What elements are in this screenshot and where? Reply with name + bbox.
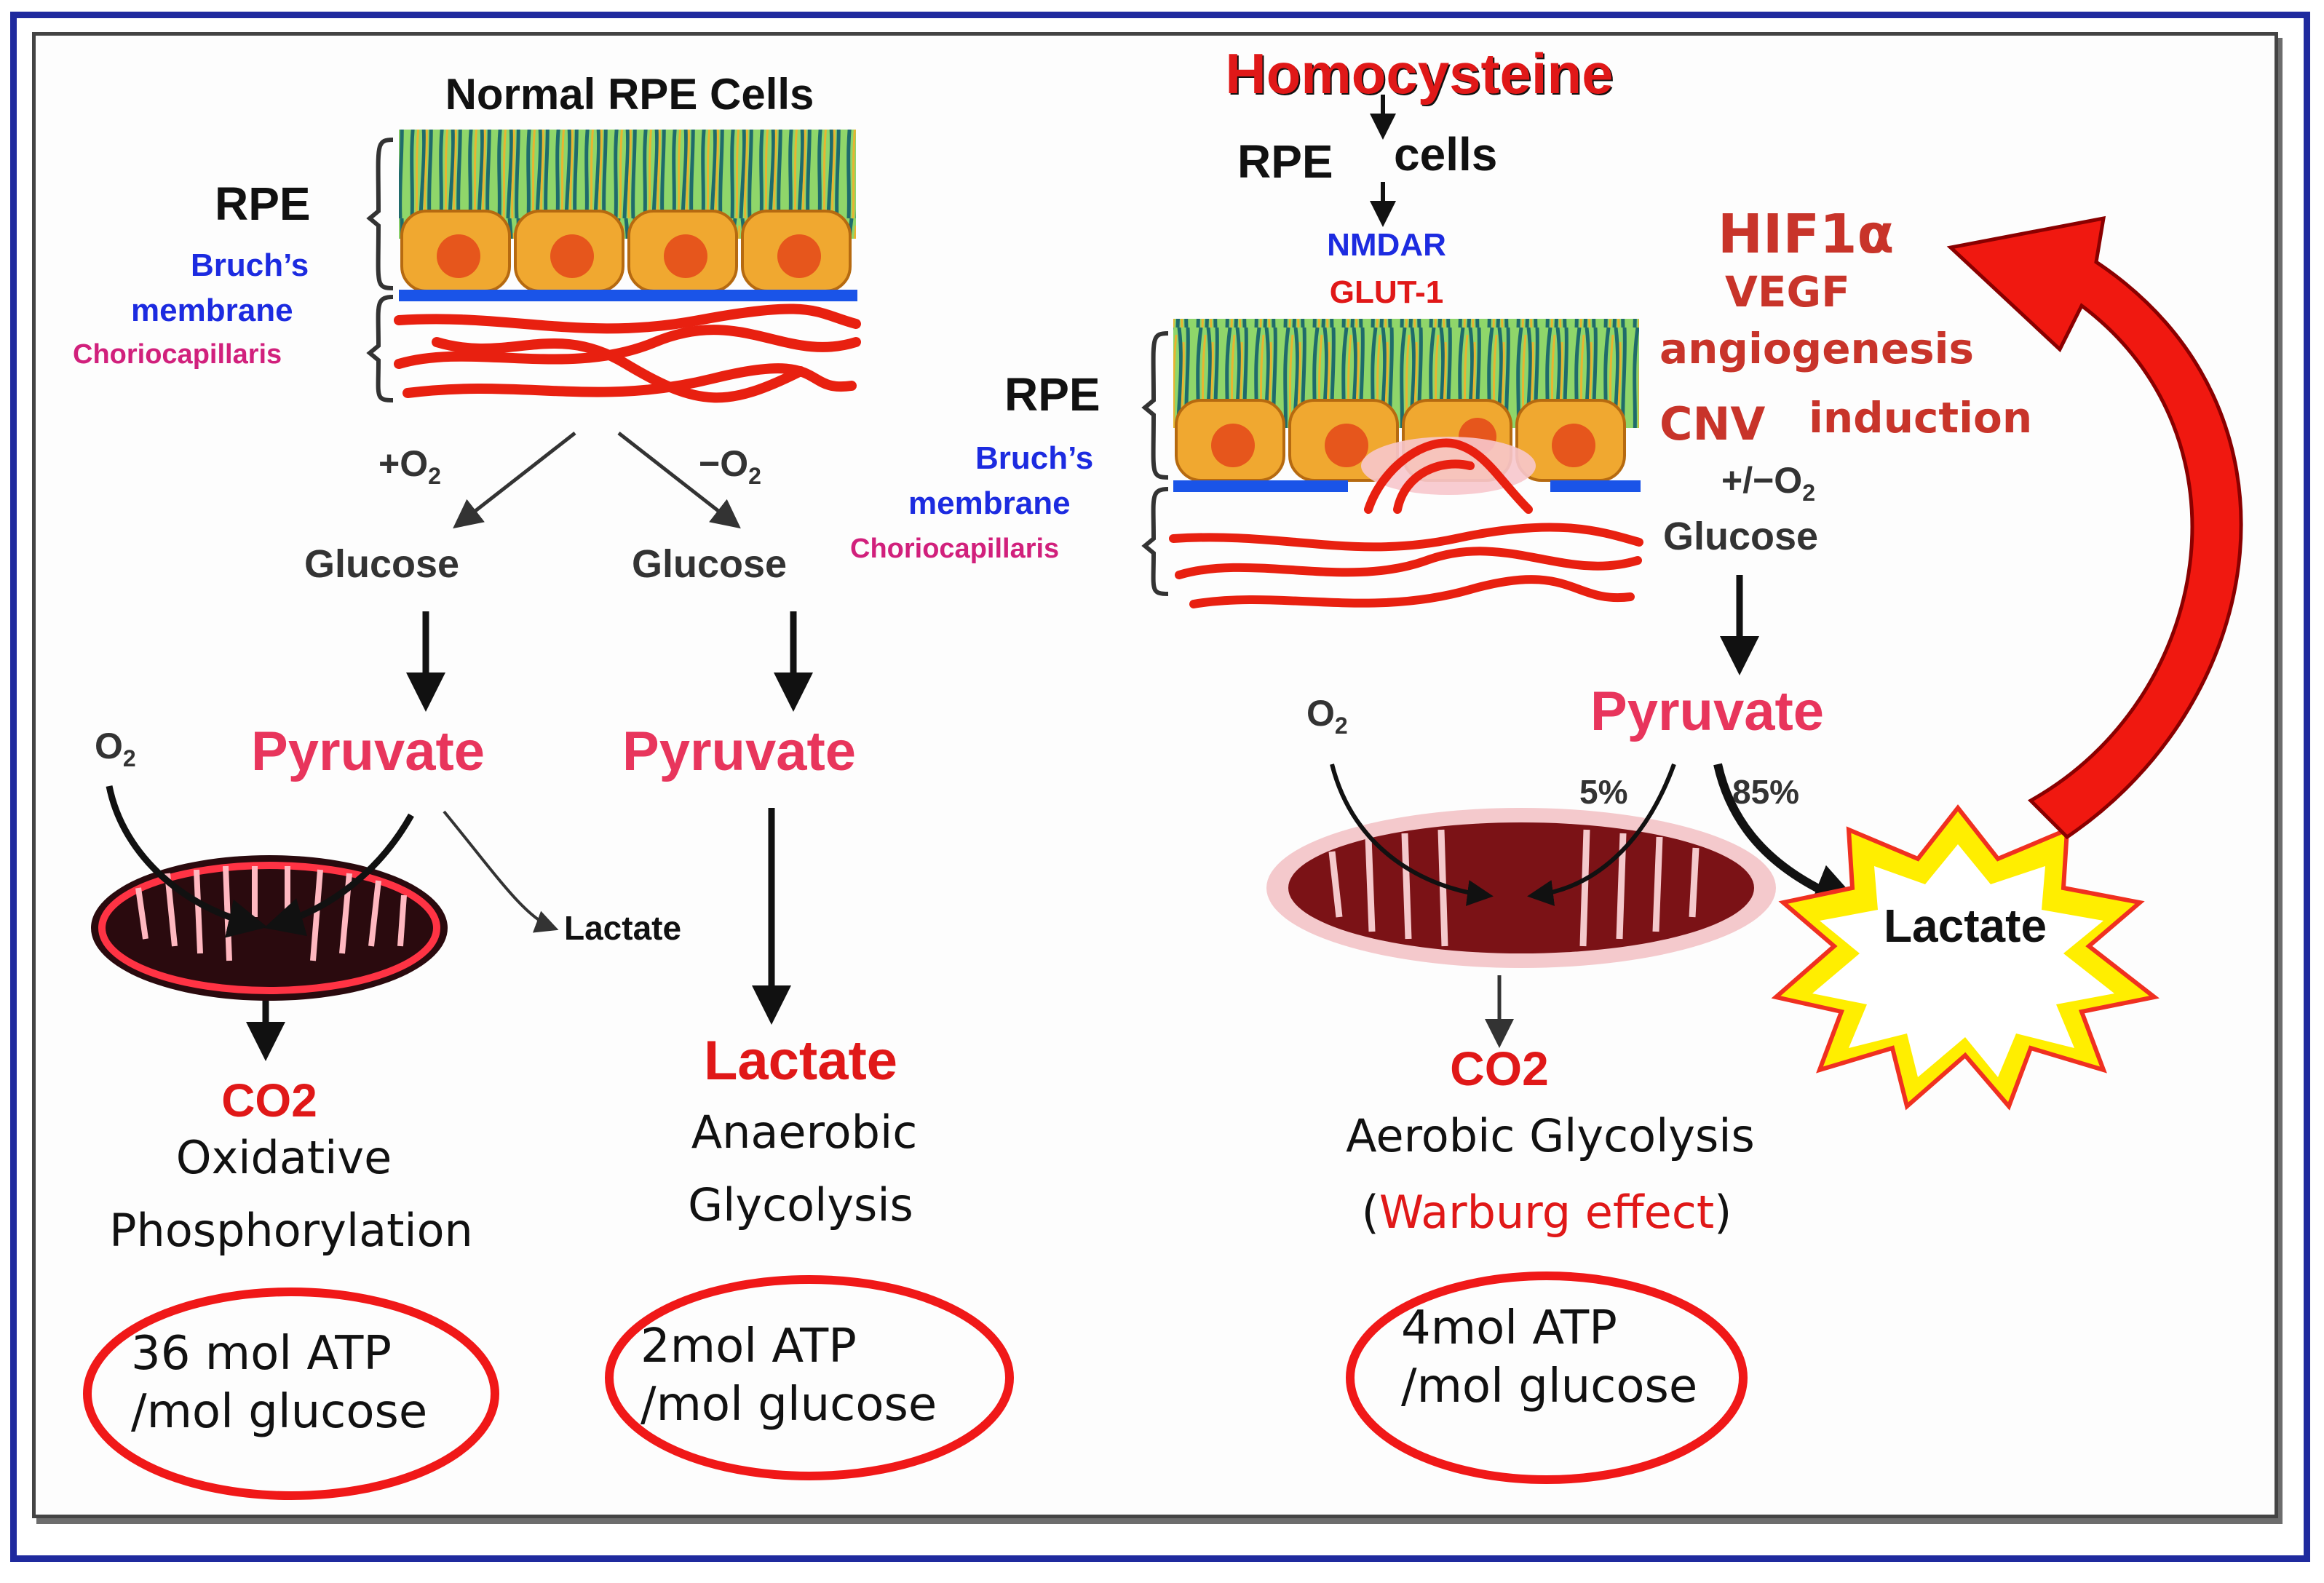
- hif1a-label: HIF1α: [1718, 203, 1895, 266]
- left-plus-o2: +O2: [378, 443, 441, 489]
- glut1-label: GLUT-1: [1329, 274, 1444, 310]
- left-rpe-tissue: [366, 130, 861, 403]
- lactate-burst: [1771, 804, 2160, 1111]
- left-lactate-big: Lactate: [703, 1030, 898, 1092]
- left-lactate-small: Lactate: [564, 909, 682, 947]
- normal-rpe-title: Normal RPE Cells: [445, 70, 814, 119]
- right-atp-line2: /mol glucose: [1401, 1360, 1698, 1413]
- feedback-arrow: [1946, 215, 2243, 840]
- right-rpe-tissue: [1141, 319, 1643, 608]
- left-atp-text: 36 mol ATP /mol glucose: [131, 1325, 427, 1441]
- oxidative-line1: Oxidative: [175, 1131, 392, 1184]
- left-glucose-2: Glucose: [632, 542, 788, 586]
- rpe-cells-b: cells: [1394, 128, 1498, 180]
- left-bruchs-line1: Bruch’s: [191, 247, 309, 283]
- homocysteine-title: Homocysteine: [1225, 41, 1614, 106]
- left-bruchs-line2: membrane: [131, 293, 293, 328]
- middle-atp-line1: 2mol ATP: [641, 1320, 857, 1373]
- right-rpe-label: RPE: [1004, 368, 1100, 421]
- nmdar-label: NMDAR: [1327, 227, 1446, 263]
- left-o2: O2: [95, 726, 136, 771]
- right-choriocapillaris: Choriocapillaris: [850, 533, 1060, 564]
- oxidative-line2: Phosphorylation: [109, 1204, 473, 1257]
- warburg-line: (Warburg effect): [1361, 1186, 1732, 1239]
- left-rpe-label: RPE: [215, 178, 311, 230]
- left-atp-line2: /mol glucose: [131, 1385, 428, 1439]
- anaerobic-line1: Anaerobic: [691, 1106, 918, 1159]
- left-co2: CO2: [221, 1074, 317, 1127]
- right-arrows: [1370, 95, 1759, 1048]
- pct-85-label: 85%: [1732, 773, 1800, 811]
- right-atp-line1: 4mol ATP: [1401, 1301, 1617, 1355]
- anaerobic-line2: Glycolysis: [688, 1178, 913, 1231]
- right-pyruvate: Pyruvate: [1590, 681, 1825, 742]
- cnv-label: CNV: [1659, 397, 1766, 451]
- right-bruchs-line1: Bruch’s: [975, 440, 1094, 476]
- left-choriocapillaris: Choriocapillaris: [73, 339, 282, 370]
- rpe-cells-a: RPE: [1237, 135, 1333, 188]
- atp-ellipses: [83, 1271, 1748, 1500]
- left-minus-o2: −O2: [699, 443, 761, 489]
- left-pyruvate-1: Pyruvate: [251, 721, 485, 782]
- middle-atp-line2: /mol glucose: [641, 1378, 937, 1432]
- angiogenesis-label: angiogenesis: [1659, 324, 1975, 373]
- left-pyruvate-2: Pyruvate: [622, 721, 857, 782]
- right-plus-minus-o2: +/−O2: [1721, 460, 1815, 506]
- burst-lactate-label: Lactate: [1883, 900, 2047, 952]
- pct-5-label: 5%: [1579, 773, 1628, 811]
- right-co2: CO2: [1450, 1042, 1549, 1095]
- induction-label: induction: [1809, 393, 2033, 443]
- right-bruchs-line2: membrane: [908, 485, 1071, 521]
- right-mitochondrion: [1266, 763, 1865, 968]
- vegf-label: VEGF: [1725, 267, 1850, 317]
- right-atp-text: 4mol ATP /mol glucose: [1401, 1299, 1697, 1416]
- right-glucose: Glucose: [1663, 515, 1819, 558]
- left-mitochondrion: [91, 785, 448, 1001]
- aerobic-glycolysis: Aerobic Glycolysis: [1346, 1109, 1755, 1162]
- left-atp-line1: 36 mol ATP: [131, 1327, 392, 1381]
- middle-atp-text: 2mol ATP /mol glucose: [641, 1317, 937, 1434]
- left-glucose-1: Glucose: [304, 542, 460, 586]
- right-o2: O2: [1306, 693, 1348, 739]
